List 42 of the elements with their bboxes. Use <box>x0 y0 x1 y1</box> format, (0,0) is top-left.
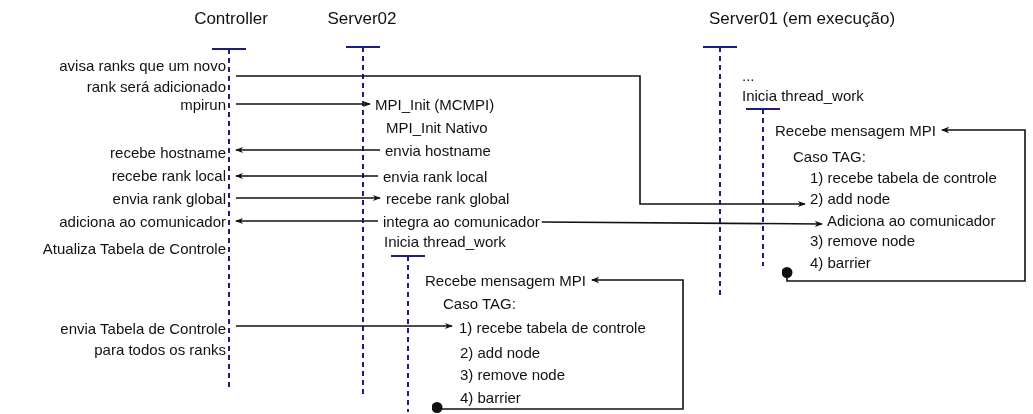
message-text: envia Tabela de Controle para todos os ranks <box>59 319 226 360</box>
message-text: recebe rank local <box>111 165 226 186</box>
message-text: Adiciona ao comunicador <box>827 210 996 231</box>
message-text: envia hostname <box>385 140 491 161</box>
arrow <box>431 276 684 413</box>
lifeline-title: Server01 (em execução) <box>708 7 896 29</box>
message-text: Recebe mensagem MPI <box>775 120 936 141</box>
message-text: envia rank local <box>383 166 488 187</box>
step-text: Caso TAG: <box>793 146 866 167</box>
message-text: Recebe mensagem MPI <box>425 270 586 291</box>
message-text: 1) recebe tabela de controle <box>459 317 646 338</box>
arrow <box>781 126 1026 282</box>
message-text: 2) add node <box>810 188 891 209</box>
step-text: 3) remove node <box>460 364 566 385</box>
message-text: 4) barrier <box>460 387 521 408</box>
message-text: 4) barrier <box>810 252 871 273</box>
message-text: adiciona ao comunicador <box>59 211 226 232</box>
arrow <box>235 100 371 108</box>
arrow <box>235 217 379 225</box>
arrow <box>235 194 381 202</box>
step-text: 3) remove node <box>810 230 916 251</box>
step-text: MPI_Init Nativo <box>386 117 488 138</box>
arrow <box>235 172 379 180</box>
message-text: envia rank global <box>112 188 226 209</box>
message-text: recebe hostname <box>110 142 226 163</box>
step-text: Caso TAG: <box>443 293 516 314</box>
arrow <box>235 146 381 154</box>
step-text: Inicia thread_work <box>742 85 864 106</box>
lifeline-title: Server02 <box>327 7 397 29</box>
step-text: Atualiza Tabela de Controle <box>42 238 226 259</box>
step-text: 2) add node <box>460 342 541 363</box>
arrow <box>540 220 823 228</box>
step-text: Inicia thread_work <box>384 231 506 252</box>
lifeline-title: Controller <box>194 7 268 29</box>
step-text: ... <box>742 65 755 86</box>
arrow <box>235 75 806 208</box>
step-text: 1) recebe tabela de controle <box>810 167 997 188</box>
message-text: mpirun <box>180 94 226 115</box>
message-text: recebe rank global <box>386 188 510 209</box>
message-text: integra ao comunicador <box>383 211 540 232</box>
message-text: MPI_Init (MCMPI) <box>375 94 495 115</box>
arrow <box>235 322 453 330</box>
